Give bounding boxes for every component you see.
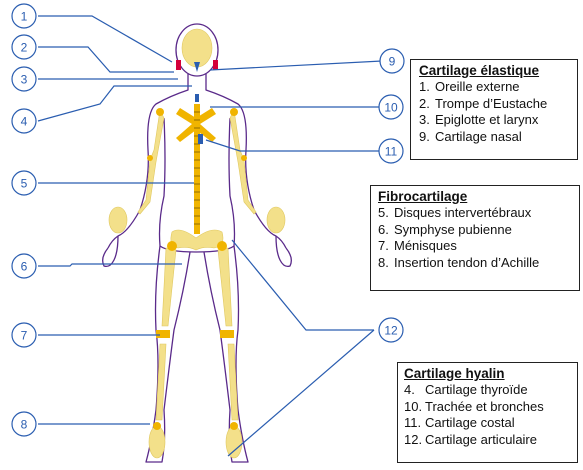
legend-item-label: Insertion tendon d’Achille bbox=[394, 255, 539, 270]
legend-item-number: 4. bbox=[404, 382, 425, 399]
legend-item: 2.Trompe d’Eustache bbox=[419, 96, 577, 113]
legend-item-label: Oreille externe bbox=[435, 79, 520, 94]
callout-number-7: 7 bbox=[21, 329, 28, 343]
legend-hyaline-cartilage: Cartilage hyalin 4.Cartilage thyroïde 10… bbox=[397, 362, 578, 463]
skeleton bbox=[109, 29, 285, 458]
legend-item-number: 2. bbox=[419, 96, 435, 113]
legend-item-number: 9. bbox=[419, 129, 435, 146]
legend-item: 7.Ménisques bbox=[378, 238, 579, 255]
legend-hyalin-title: Cartilage hyalin bbox=[404, 365, 577, 382]
legend-elastic-cartilage: Cartilage élastique 1.Oreille externe 2.… bbox=[410, 59, 578, 160]
legend-item-number: 12. bbox=[404, 432, 425, 449]
legend-item-number: 11. bbox=[404, 415, 425, 432]
legend-item-label: Symphyse pubienne bbox=[394, 222, 512, 237]
legend-item-number: 3. bbox=[419, 112, 435, 129]
legend-item: 4.Cartilage thyroïde bbox=[404, 382, 577, 399]
legend-item-label: Disques intervertébraux bbox=[394, 205, 531, 220]
callout-number-1: 1 bbox=[21, 10, 28, 24]
legend-item-label: Trachée et bronches bbox=[425, 399, 544, 414]
legend-item-label: Cartilage articulaire bbox=[425, 432, 537, 447]
legend-elastic-title: Cartilage élastique bbox=[419, 62, 577, 79]
legend-item: 1.Oreille externe bbox=[419, 79, 577, 96]
callout-number-2: 2 bbox=[21, 41, 28, 55]
legend-item: 11.Cartilage costal bbox=[404, 415, 577, 432]
callout-number-9: 9 bbox=[389, 55, 396, 69]
legend-item: 12.Cartilage articulaire bbox=[404, 432, 577, 449]
legend-fibrocartilage: Fibrocartilage 5.Disques intervertébraux… bbox=[370, 185, 580, 291]
callout-number-10: 10 bbox=[384, 101, 398, 115]
callout-number-3: 3 bbox=[21, 73, 28, 87]
legend-item: 9.Cartilage nasal bbox=[419, 129, 577, 146]
callout-number-6: 6 bbox=[21, 260, 28, 274]
legend-item-label: Trompe d’Eustache bbox=[435, 96, 547, 111]
callout-number-8: 8 bbox=[21, 418, 28, 432]
callout-number-5: 5 bbox=[21, 177, 28, 191]
legend-item-label: Cartilage costal bbox=[425, 415, 515, 430]
legend-item: 10.Trachée et bronches bbox=[404, 399, 577, 416]
legend-item-number: 8. bbox=[378, 255, 394, 272]
legend-item-number: 10. bbox=[404, 399, 425, 416]
legend-item-label: Epiglotte et larynx bbox=[435, 112, 538, 127]
legend-item-label: Ménisques bbox=[394, 238, 457, 253]
legend-item: 3.Epiglotte et larynx bbox=[419, 112, 577, 129]
legend-fibro-title: Fibrocartilage bbox=[378, 188, 579, 205]
legend-item: 5.Disques intervertébraux bbox=[378, 205, 579, 222]
legend-item: 6.Symphyse pubienne bbox=[378, 222, 579, 239]
legend-item-number: 7. bbox=[378, 238, 394, 255]
legend-item-label: Cartilage thyroïde bbox=[425, 382, 528, 397]
legend-item-label: Cartilage nasal bbox=[435, 129, 522, 144]
legend-item-number: 5. bbox=[378, 205, 394, 222]
legend-item-number: 1. bbox=[419, 79, 435, 96]
legend-item: 8.Insertion tendon d’Achille bbox=[378, 255, 579, 272]
callout-number-4: 4 bbox=[21, 115, 28, 129]
legend-item-number: 6. bbox=[378, 222, 394, 239]
callout-number-11: 11 bbox=[385, 145, 398, 159]
callout-number-12: 12 bbox=[384, 324, 398, 338]
